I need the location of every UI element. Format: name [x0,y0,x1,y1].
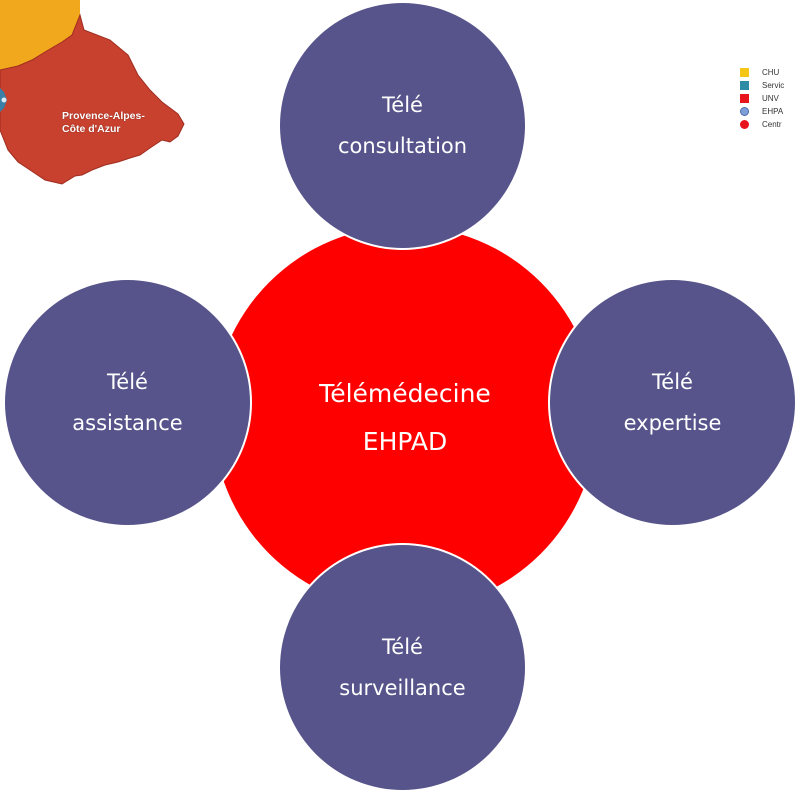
legend-swatch-circle-icon [740,107,749,116]
legend-label: Centr [762,120,782,129]
legend-item-centre: Centr [740,118,784,131]
region-label-line2: Côte d'Azur [62,123,121,135]
legend-item-service: Servic [740,79,784,92]
node-label-line2: consultation [337,133,468,158]
map-region-yellow [0,0,80,70]
node-label-line2: expertise [623,410,722,435]
legend-swatch-square-icon [740,94,749,103]
legend-swatch-square-icon [740,68,749,77]
center-label-line2: EHPAD [362,427,448,456]
map-region-paca [0,13,185,185]
node-label-line2: surveillance [339,675,466,700]
legend-item-chu: CHU [740,66,784,79]
map-legend: CHU Servic UNV EHPA Centr [740,66,784,131]
legend-label: CHU [762,68,780,77]
legend-label: EHPA [762,107,784,116]
node-teleexpertise: Télé expertise [550,280,795,525]
map-marker-dot [1,97,7,103]
node-telesurveillance: Télé surveillance [280,545,525,790]
region-map [0,0,185,185]
legend-item-ehpad: EHPA [740,105,784,118]
node-teleconsultation: Télé consultation [280,3,525,248]
node-label-line1: Télé [652,369,693,394]
legend-label: UNV [762,94,779,103]
legend-swatch-circle-icon [740,120,749,129]
region-label-line1: Provence-Alpes- [62,110,145,122]
legend-swatch-square-icon [740,81,749,90]
legend-label: Servic [762,81,785,90]
node-teleassistance: Télé assistance [5,280,250,525]
node-label-line1: Télé [382,634,423,659]
center-label-line1: Télémédecine [319,379,491,408]
node-label-line1: Télé [107,369,148,394]
node-label-line2: assistance [72,410,183,435]
region-label: Provence-Alpes- Côte d'Azur [62,110,145,136]
legend-item-unv: UNV [740,92,784,105]
node-label-line1: Télé [382,92,423,117]
